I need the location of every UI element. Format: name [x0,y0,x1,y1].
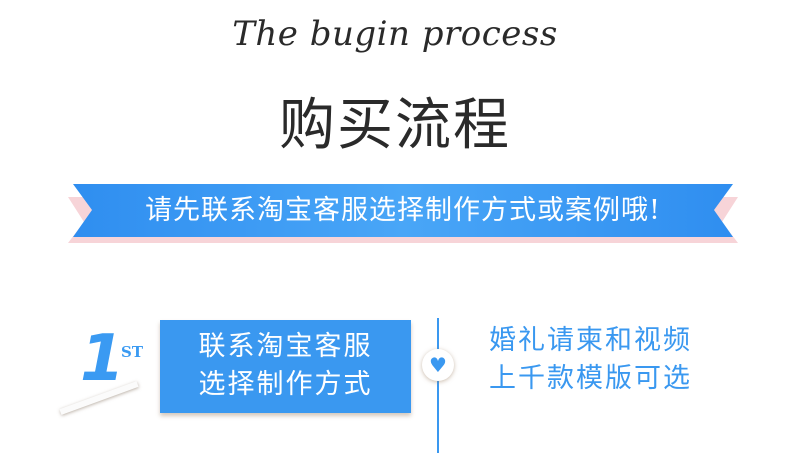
step-suffix: ST [121,343,143,361]
title-english: The bugin process [232,14,558,54]
step-desc-line2: 上千款模版可选 [489,363,692,394]
banner-text: 请先联系淘宝客服选择制作方式或案例哦! [145,195,661,226]
banner-body [73,184,733,237]
step-box-line2: 选择制作方式 [198,369,373,400]
step-box-line1: 联系淘宝客服 [198,331,373,362]
step-box: 联系淘宝客服 选择制作方式 [160,320,411,413]
step-desc-line1: 婚礼请柬和视频 [489,325,692,356]
timeline-line [437,318,439,453]
step-description: 婚礼请柬和视频 上千款模版可选 [478,322,703,398]
title-chinese: 购买流程 [279,93,511,158]
step-number: 1 [80,322,125,396]
heart-icon: ♥ [422,349,454,381]
